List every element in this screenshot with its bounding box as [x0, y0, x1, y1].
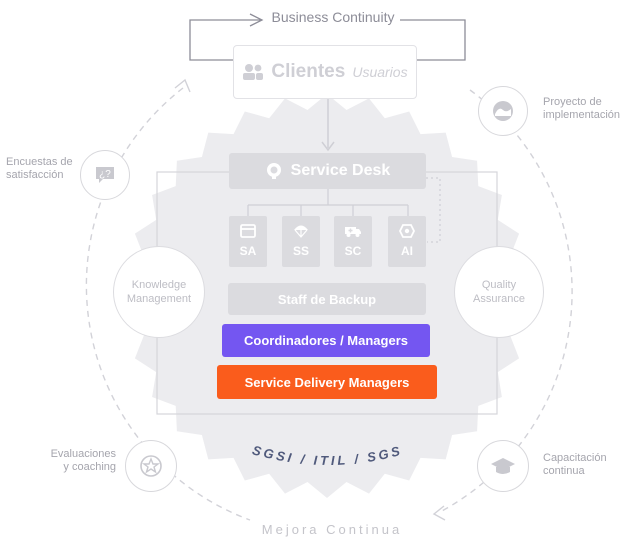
capacitacion-line-2: continua — [543, 465, 585, 477]
tile-ai: AI — [388, 216, 426, 267]
tile-ss: SS — [282, 216, 320, 267]
business-continuity-loop — [189, 19, 466, 61]
proyecto-line-2: implementación — [543, 109, 621, 121]
ambulance-icon — [345, 227, 361, 237]
service-delivery-label: Service Delivery Managers — [244, 374, 410, 390]
tile-sa-label: SA — [239, 244, 257, 258]
wave-icon — [493, 101, 513, 121]
capacitacion-line-1: Capacitación — [543, 452, 607, 464]
clientes-label: Clientes — [271, 61, 346, 82]
service-desk-label: Service Desk — [290, 162, 391, 179]
usuarios-label: Usuarios — [352, 64, 408, 80]
hexagon-icon — [399, 224, 415, 238]
coordinadores-box: Coordinadores / Managers — [222, 324, 430, 357]
business-continuity-title: Business Continuity — [271, 9, 395, 25]
knowledge-line-2: Management — [126, 293, 192, 305]
graduation-cap-icon — [491, 458, 515, 474]
evaluaciones-line-1: Evaluaciones — [50, 448, 116, 460]
staff-backup-box: Staff de Backup — [228, 283, 426, 315]
tile-ai-label: AI — [401, 244, 413, 258]
svg-text:¿?: ¿? — [99, 169, 111, 180]
evaluaciones-circle — [125, 440, 177, 492]
tile-sc: SC — [334, 216, 372, 267]
tile-sc-label: SC — [344, 244, 362, 258]
quality-line-2: Assurance — [473, 293, 525, 305]
mejora-continua-label: Mejora Continua — [261, 522, 403, 537]
users-icon — [243, 64, 264, 80]
tile-ss-label: SS — [292, 244, 309, 258]
evaluaciones-line-2: y coaching — [63, 461, 116, 473]
knowledge-line-1: Knowledge — [131, 279, 187, 291]
loop-arrow-head — [249, 13, 264, 27]
encuestas-circle: ¿? — [80, 150, 130, 200]
proyecto-line-1: Proyecto de — [543, 96, 602, 108]
coordinadores-label: Coordinadores / Managers — [244, 333, 408, 348]
support-agent-icon — [266, 163, 281, 179]
tile-connectors — [247, 189, 409, 216]
window-icon — [240, 224, 256, 238]
arrow-head-down — [321, 141, 335, 152]
proyecto-circle — [478, 86, 528, 136]
star-badge-icon — [140, 455, 162, 477]
quality-line-1: Quality — [481, 279, 517, 291]
encuestas-line-1: Encuestas de — [6, 156, 73, 168]
encuestas-line-2: satisfacción — [6, 169, 64, 181]
capacitacion-circle — [477, 440, 529, 492]
clientes-box: Clientes Usuarios — [233, 45, 417, 99]
parachute-icon — [294, 225, 308, 238]
service-desk-box: Service Desk — [229, 153, 426, 189]
question-chat-icon: ¿? — [96, 167, 114, 183]
cycle-arrow-top — [174, 78, 191, 93]
service-delivery-box: Service Delivery Managers — [217, 365, 437, 399]
dotted-connector — [426, 177, 441, 243]
tile-sa: SA — [229, 216, 267, 267]
cycle-arc-left — [85, 87, 251, 521]
staff-backup-label: Staff de Backup — [277, 291, 377, 307]
cycle-arrow-bottom — [432, 505, 446, 521]
